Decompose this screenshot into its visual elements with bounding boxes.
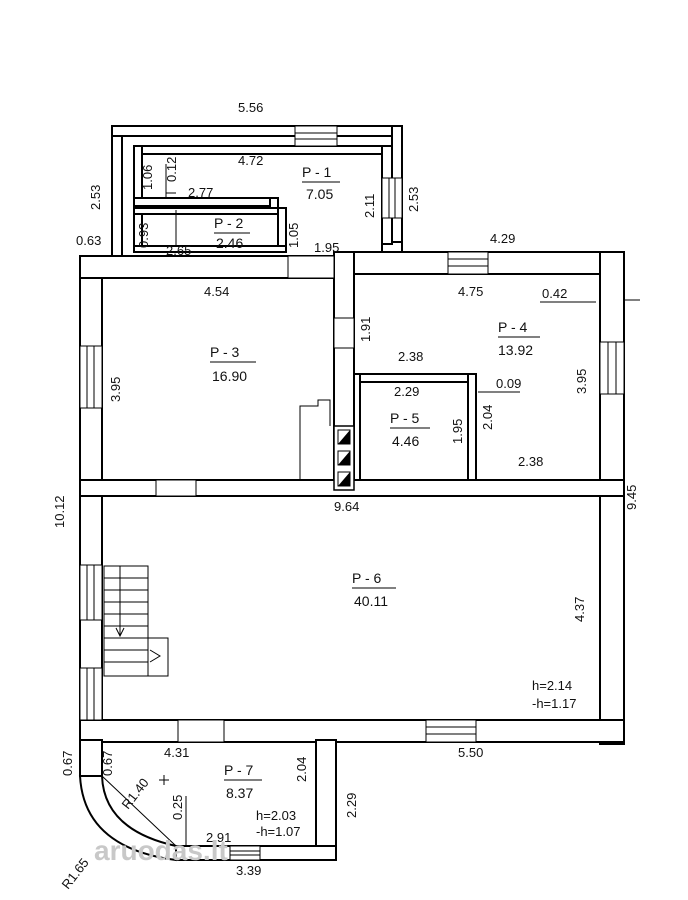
dim-p5-right: 2.04: [480, 405, 495, 430]
dim-p7-small: 0.25: [170, 795, 185, 820]
window-p6-left: [79, 564, 103, 621]
wall-p7-left: [79, 739, 103, 777]
dim-p5-w: 2.29: [394, 384, 419, 399]
room-p5-label: P - 5: [390, 410, 420, 426]
room-p7-label: P - 7: [224, 762, 254, 778]
room-p4-area: 13.92: [498, 342, 533, 358]
wall-p2-bottom: [133, 245, 287, 253]
dim-radius1: R1.40: [119, 775, 152, 812]
dim-p2-h: 0.93: [136, 223, 151, 248]
wall-p7-right: [315, 739, 337, 861]
dim-p3-w: 4.54: [204, 284, 229, 299]
dim-radius2: R1.65: [59, 855, 92, 892]
room-labels: P - 1 7.05 P - 2 2.46 P - 3 16.90 P - 4 …: [210, 164, 540, 801]
dim-p6-right: 4.37: [572, 597, 587, 622]
dim-p3-h: 3.95: [108, 377, 123, 402]
dim-p4-tick: 0.42: [542, 286, 567, 301]
room-p4-label: P - 4: [498, 319, 528, 335]
room-p7-area: 8.37: [226, 785, 253, 801]
dim-p2-right: 1.05: [286, 223, 301, 248]
dim-p5-tick: 0.09: [496, 376, 521, 391]
dim-p4-w: 4.75: [458, 284, 483, 299]
dim-p7-w: 4.31: [164, 745, 189, 760]
dim-right-top: 2.53: [406, 187, 421, 212]
dim-p6-bottom: 5.50: [458, 745, 483, 760]
wall-top: [111, 125, 403, 137]
dim-overall-right: 9.45: [624, 485, 639, 510]
room-p6-area: 40.11: [354, 593, 388, 609]
dim-right-wing: 4.29: [490, 231, 515, 246]
dim-corridor: 1.95: [314, 240, 339, 255]
dim-p7-bottom: 3.39: [236, 863, 261, 878]
dim-p5-h: 1.95: [450, 419, 465, 444]
watermark: aruodas.lt: [94, 835, 228, 866]
dim-p1-h: 1.06: [140, 165, 155, 190]
room-p2-area: 2.46: [216, 235, 243, 251]
wall-top-left: [111, 125, 123, 267]
staircase: [103, 565, 169, 677]
dim-p1-width: 4.72: [238, 153, 263, 168]
dim-p7-left1: 0.67: [60, 751, 75, 776]
dim-mid-width: 9.64: [334, 499, 359, 514]
dim-p1-inner: 2.77: [188, 185, 213, 200]
dim-overall-left: 10.12: [52, 495, 67, 528]
dim-top-width: 5.56: [238, 100, 263, 115]
door-p4: [333, 317, 355, 349]
window-p1-right: [381, 177, 403, 219]
wall-p5-left: [353, 373, 361, 481]
wall-p2-top: [133, 207, 287, 215]
dim-p2-w: 2.65: [166, 243, 191, 258]
dim-p4-side: 1.91: [358, 317, 373, 342]
radius-line: [101, 775, 177, 847]
dim-p1-small: 0.12: [164, 157, 179, 182]
room-p3-area: 16.90: [212, 368, 247, 384]
room-p6-label: P - 6: [352, 570, 382, 586]
room-p5-area: 4.46: [392, 433, 419, 449]
wall-bottom: [79, 719, 625, 743]
room-p3-label: P - 3: [210, 344, 240, 360]
window-p7-bottom: [229, 845, 261, 861]
dim-p4-bottom: 2.38: [518, 454, 543, 469]
room-p1-label: P - 1: [302, 164, 332, 180]
dim-p1-right: 2.11: [362, 194, 377, 218]
dim-left-top: 2.53: [88, 185, 103, 210]
p7-neg-height: -h=1.07: [256, 824, 300, 839]
fixtures: [101, 164, 640, 847]
stove-outline: [299, 399, 331, 480]
dim-p7-bottom-inner: 2.91: [206, 830, 231, 845]
dim-p4-mid: 2.38: [398, 349, 423, 364]
wall-p5-right: [467, 373, 477, 481]
door-corridor: [287, 255, 335, 279]
p6-height: h=2.14: [532, 678, 572, 693]
window-p6-bottom: [425, 719, 477, 743]
window-p4-top: [447, 251, 489, 275]
window-p4-right: [599, 341, 625, 395]
dim-p7-h: 2.04: [294, 757, 309, 782]
room-p1-area: 7.05: [306, 186, 333, 202]
dim-p7-left2: 0.67: [100, 751, 115, 776]
wall-p5-top: [353, 373, 473, 383]
door-p3: [155, 479, 197, 497]
room-p2-label: P - 2: [214, 215, 244, 231]
p6-neg-height: -h=1.17: [532, 696, 576, 711]
window-p1: [294, 125, 338, 147]
wall-right: [599, 251, 625, 745]
window-p3-left: [79, 345, 103, 409]
wall-p7-curve: [78, 775, 177, 862]
window-p6-left2: [79, 667, 103, 721]
dim-p4-h: 3.95: [574, 369, 589, 394]
dim-left-offset: 0.63: [76, 233, 101, 248]
openings: [79, 125, 625, 861]
dim-p7-right: 2.29: [344, 793, 359, 818]
p7-height: h=2.03: [256, 808, 296, 823]
door-p7: [177, 719, 225, 743]
